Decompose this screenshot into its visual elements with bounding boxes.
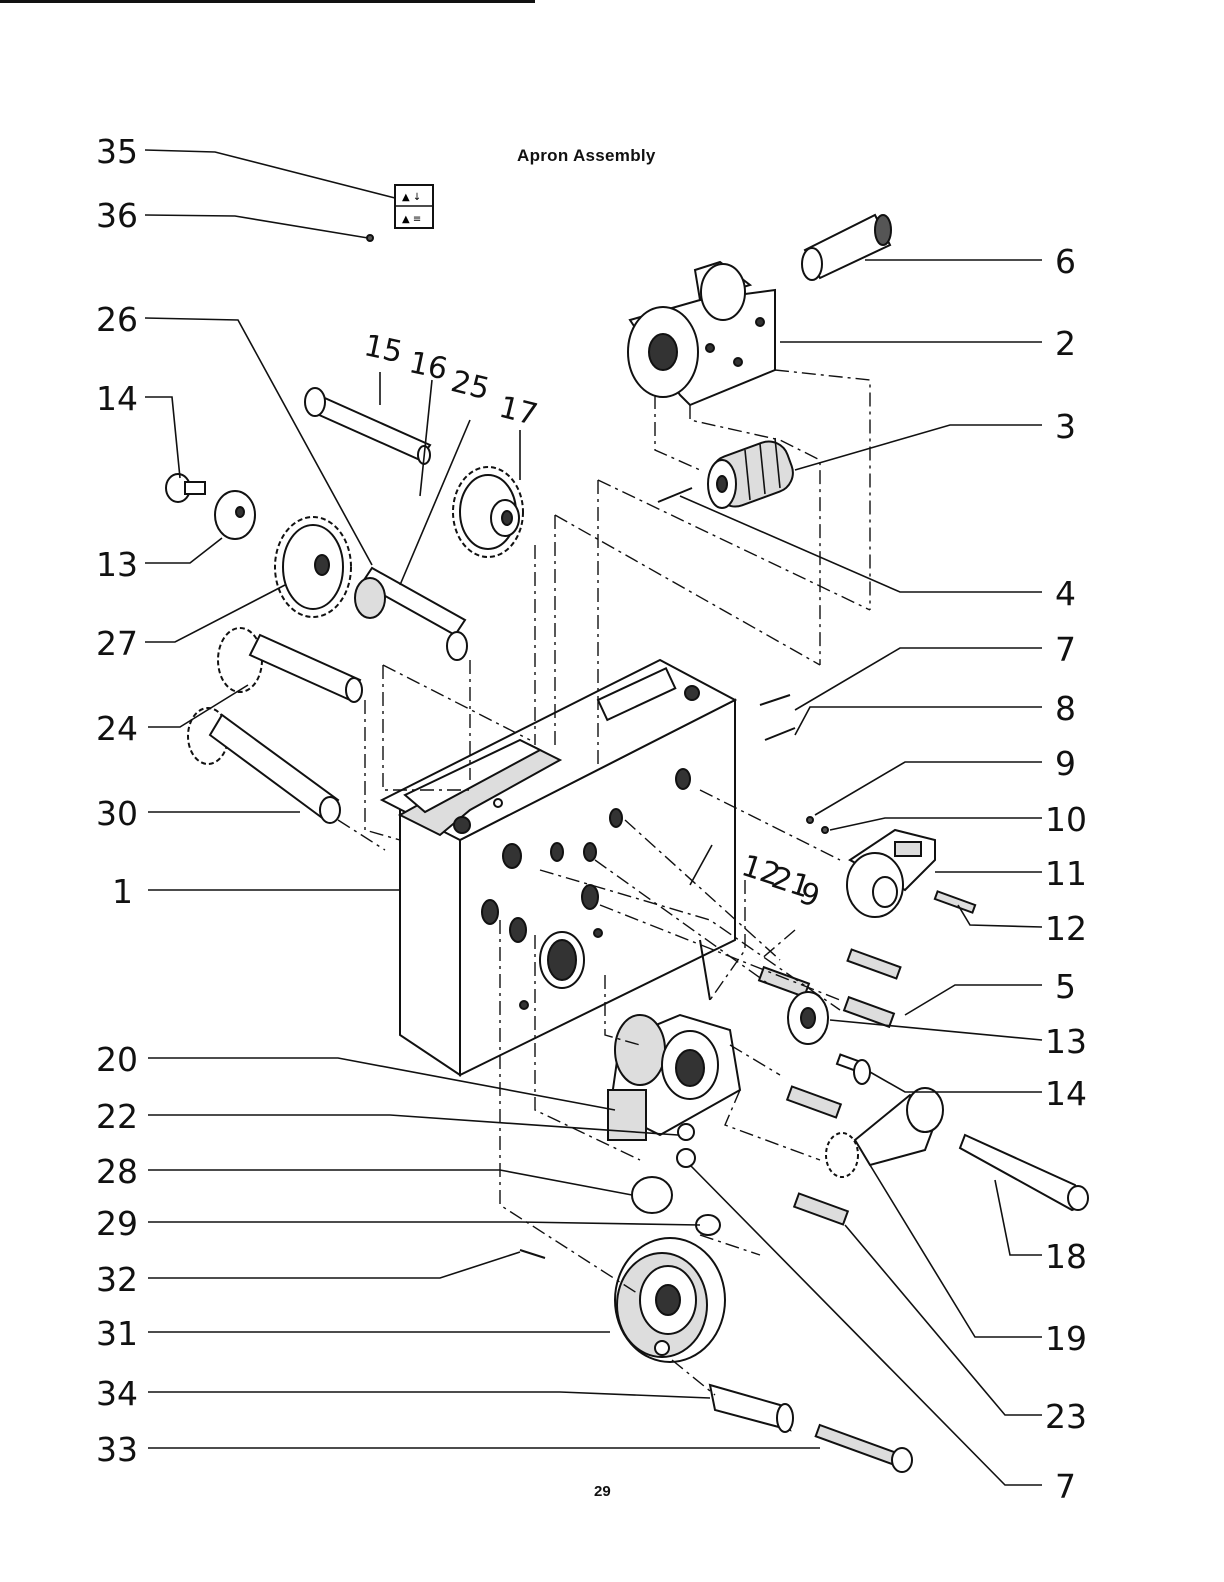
callout-label: 28 bbox=[96, 1152, 138, 1191]
callout-label: 31 bbox=[96, 1314, 138, 1353]
callout-label: 35 bbox=[96, 132, 138, 171]
part-worm bbox=[706, 436, 799, 512]
callout-label: 1 bbox=[112, 872, 133, 911]
callout-label: 27 bbox=[96, 624, 138, 663]
callout-label: 16 bbox=[406, 345, 451, 387]
exploded-parts: ▲ ↓ ▲ ≡ bbox=[166, 185, 1088, 1472]
callout-label: 4 bbox=[1055, 574, 1076, 613]
callout-numbers-center: 12 21 9 bbox=[737, 848, 824, 915]
part-washer-right bbox=[788, 992, 828, 1044]
callout-label: 10 bbox=[1045, 800, 1087, 839]
part-screw-left bbox=[166, 474, 205, 502]
callout-label: 15 bbox=[361, 328, 406, 370]
part-pin-32 bbox=[520, 1250, 545, 1258]
part-shaft-top bbox=[802, 215, 891, 280]
callout-label: 8 bbox=[1055, 689, 1076, 728]
part-washer-left bbox=[215, 491, 255, 539]
callout-label: 13 bbox=[1045, 1022, 1087, 1061]
part-handwheel bbox=[615, 1238, 725, 1362]
callout-label: 9 bbox=[1055, 744, 1076, 783]
callout-label: 18 bbox=[1045, 1237, 1087, 1276]
part-lever-block bbox=[847, 830, 935, 917]
callout-label: 32 bbox=[96, 1260, 138, 1299]
part-housing bbox=[608, 1015, 740, 1140]
part-grip bbox=[710, 1385, 793, 1432]
callout-label: 14 bbox=[1045, 1074, 1087, 1113]
callout-label: 34 bbox=[96, 1374, 138, 1413]
callout-label: 13 bbox=[96, 545, 138, 584]
callout-label: 24 bbox=[96, 709, 138, 748]
part-label-plate: ▲ ↓ ▲ ≡ bbox=[395, 185, 433, 228]
part-gear-17 bbox=[453, 467, 523, 557]
part-screw-right bbox=[837, 1055, 870, 1084]
callout-numbers-left: 35 36 26 14 13 27 24 30 1 20 22 28 29 32… bbox=[96, 132, 138, 1469]
svg-text:▲ ↓: ▲ ↓ bbox=[402, 192, 421, 203]
part-plunger bbox=[678, 1124, 694, 1140]
callout-label: 7 bbox=[1055, 1467, 1076, 1506]
part-pinion-shaft-30 bbox=[188, 708, 340, 823]
callout-label: 17 bbox=[496, 390, 542, 433]
callout-label: 36 bbox=[96, 196, 138, 235]
callout-label: 20 bbox=[96, 1040, 138, 1079]
callout-label: 12 bbox=[1045, 909, 1087, 948]
svg-text:▲ ≡: ▲ ≡ bbox=[402, 214, 421, 225]
callout-label: 14 bbox=[96, 379, 138, 418]
part-bolt bbox=[816, 1425, 912, 1472]
part-apron-body bbox=[382, 660, 735, 1075]
part-shaft-15 bbox=[305, 388, 430, 464]
callout-label: 6 bbox=[1055, 242, 1076, 281]
part-bracket bbox=[628, 262, 775, 405]
part-screws bbox=[759, 891, 975, 1224]
part-clip bbox=[632, 1177, 672, 1213]
callout-label: 29 bbox=[96, 1204, 138, 1243]
callout-label: 11 bbox=[1045, 854, 1087, 893]
callout-label: 26 bbox=[96, 300, 138, 339]
part-nut bbox=[677, 1149, 695, 1167]
callout-label: 23 bbox=[1045, 1397, 1087, 1436]
callout-numbers-right: 6 2 3 4 7 8 9 10 11 12 5 13 14 18 19 23 … bbox=[1045, 242, 1087, 1506]
callout-label: 5 bbox=[1055, 967, 1076, 1006]
callout-label: 7 bbox=[1055, 630, 1076, 669]
callout-label: 22 bbox=[96, 1097, 138, 1136]
callout-label: 33 bbox=[96, 1430, 138, 1469]
callout-label: 2 bbox=[1055, 324, 1076, 363]
callout-label: 19 bbox=[1045, 1319, 1087, 1358]
part-gear-27 bbox=[275, 517, 351, 617]
callout-label: 25 bbox=[447, 364, 493, 407]
part-sleeve-shaft bbox=[355, 568, 467, 660]
callout-label: 30 bbox=[96, 794, 138, 833]
part-pin bbox=[658, 488, 692, 502]
callout-numbers-top: 15 16 25 17 bbox=[361, 328, 541, 433]
callout-label: 3 bbox=[1055, 407, 1076, 446]
